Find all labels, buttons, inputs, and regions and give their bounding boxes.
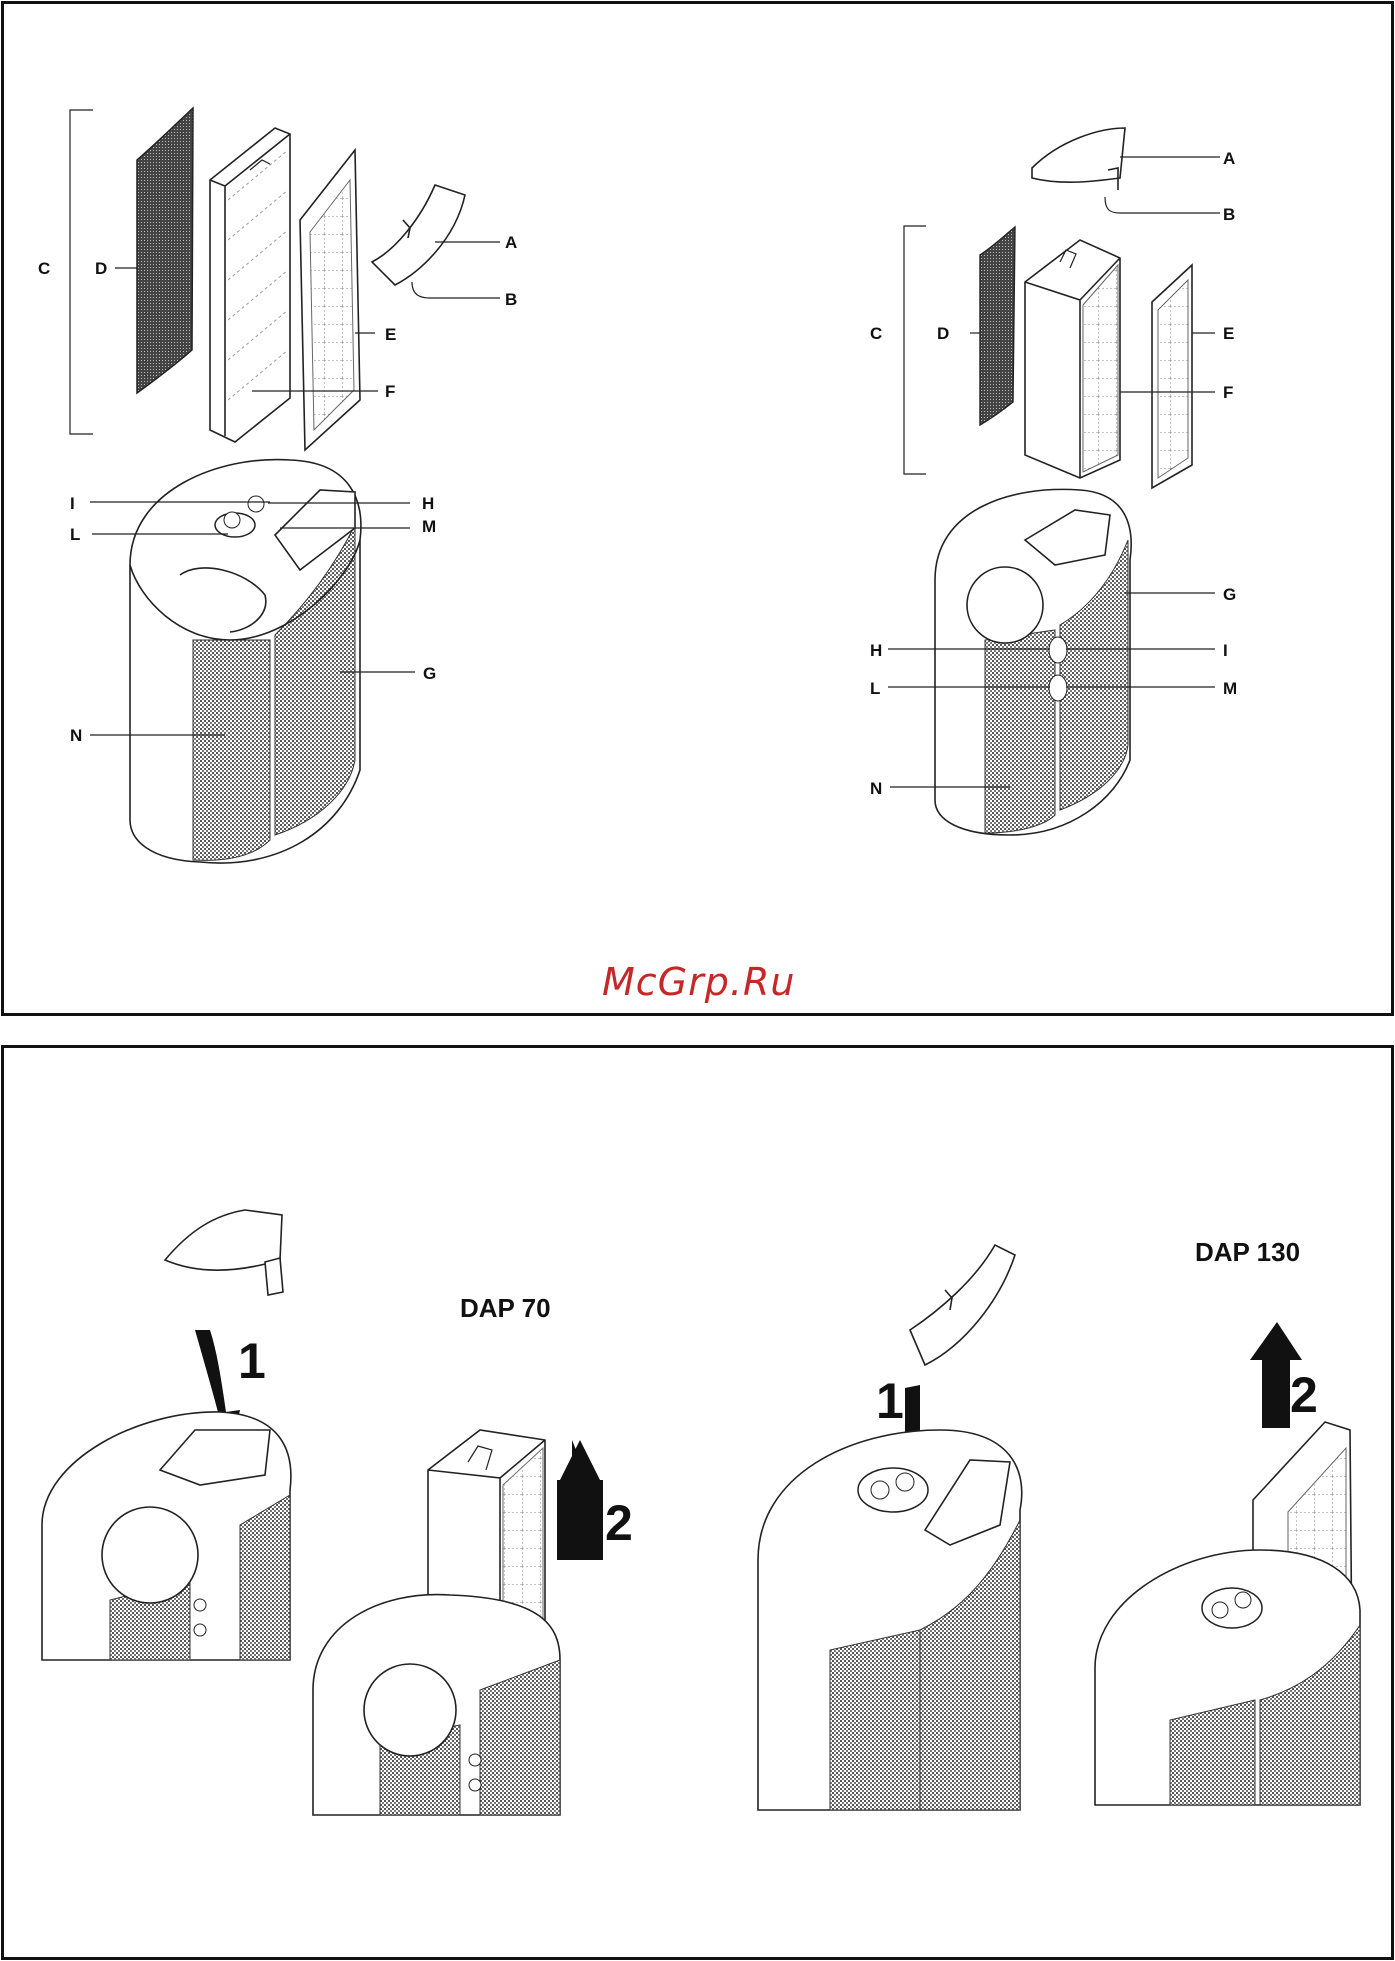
label-right-g: G (1223, 585, 1236, 604)
label-right-n: N (870, 779, 882, 798)
label-right-d: D (937, 324, 949, 343)
dap70-step2-number: 2 (605, 1495, 633, 1551)
label-left-f: F (385, 382, 395, 401)
bracket-c-left (70, 110, 93, 434)
label-right-i: I (1223, 641, 1228, 660)
label-left-l: L (70, 525, 80, 544)
dap70-model-label: DAP 70 (460, 1293, 551, 1323)
label-right-f: F (1223, 383, 1233, 402)
label-left-a: A (505, 233, 517, 252)
label-right-h: H (870, 641, 882, 660)
dap130-model-label: DAP 130 (1195, 1237, 1300, 1267)
dap130-step1-number: 1 (876, 1373, 904, 1429)
dap70-step1-illustration (42, 1210, 291, 1660)
label-left-m: M (422, 517, 436, 536)
label-left-g: G (423, 664, 436, 683)
dap130-step2-number: 2 (1290, 1367, 1318, 1423)
label-left-d: D (95, 259, 107, 278)
label-left-e: E (385, 325, 396, 344)
label-right-c: C (870, 324, 882, 343)
label-left-b: B (505, 290, 517, 309)
dap130-step1-illustration (758, 1245, 1022, 1810)
dap70-exploded-view (70, 108, 500, 863)
dap130-exploded-view (888, 128, 1220, 835)
label-right-b: B (1223, 205, 1235, 224)
label-left-i: I (70, 494, 75, 513)
bracket-c-right (904, 226, 926, 474)
filter-f-left (210, 128, 290, 442)
watermark-text: McGrp.Ru (602, 960, 795, 1004)
label-left-n: N (70, 726, 82, 745)
label-right-e: E (1223, 324, 1234, 343)
label-left-c: C (38, 259, 50, 278)
filter-d-right (980, 227, 1015, 425)
filter-d-left (137, 108, 193, 393)
dap130-step2-illustration (1095, 1322, 1360, 1805)
label-right-l: L (870, 679, 880, 698)
label-right-m: M (1223, 679, 1237, 698)
dap70-step2-illustration (313, 1430, 603, 1815)
cover-a-right (1032, 128, 1125, 182)
dap70-step1-number: 1 (238, 1333, 266, 1389)
label-left-h: H (422, 494, 434, 513)
cover-a-left (372, 185, 465, 285)
label-right-a: A (1223, 149, 1235, 168)
